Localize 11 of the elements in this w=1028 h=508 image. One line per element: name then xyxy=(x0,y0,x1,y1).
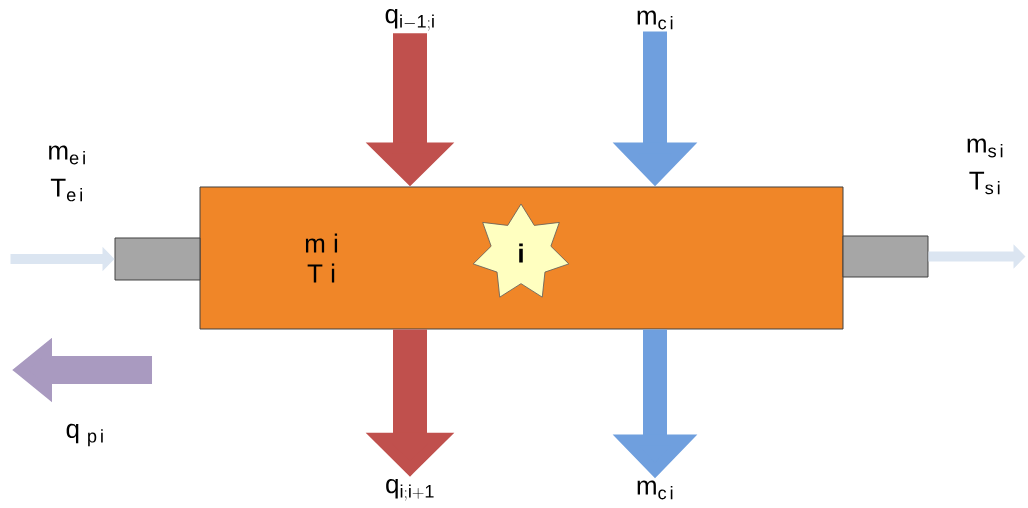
pipe-stub xyxy=(842,235,929,278)
flow-label: $\mathrm{m_{c\,i}}$ xyxy=(637,480,673,500)
pipe-stub xyxy=(114,237,201,281)
flow-label: $\mathrm{T_{e\,i}}$ xyxy=(50,178,82,202)
flow-label: $\mathrm{m_{e\,i}}$ xyxy=(49,145,85,165)
flow-label: $\mathrm{m_{c\,i}}$ xyxy=(637,10,673,30)
flow-label: $\mathrm{m_{s\,i}}$ xyxy=(967,138,1003,158)
flow-label: $\mathrm{q_{i-1;i}}$ xyxy=(385,9,434,31)
flow-label: $\mathrm{q_{i;i+1}}$ xyxy=(386,479,434,501)
flow-label: $\mathrm{q\;_{p\,i}}$ xyxy=(66,423,103,447)
flow-label: $\mathrm{T_{s\,i}}$ xyxy=(969,171,1000,195)
